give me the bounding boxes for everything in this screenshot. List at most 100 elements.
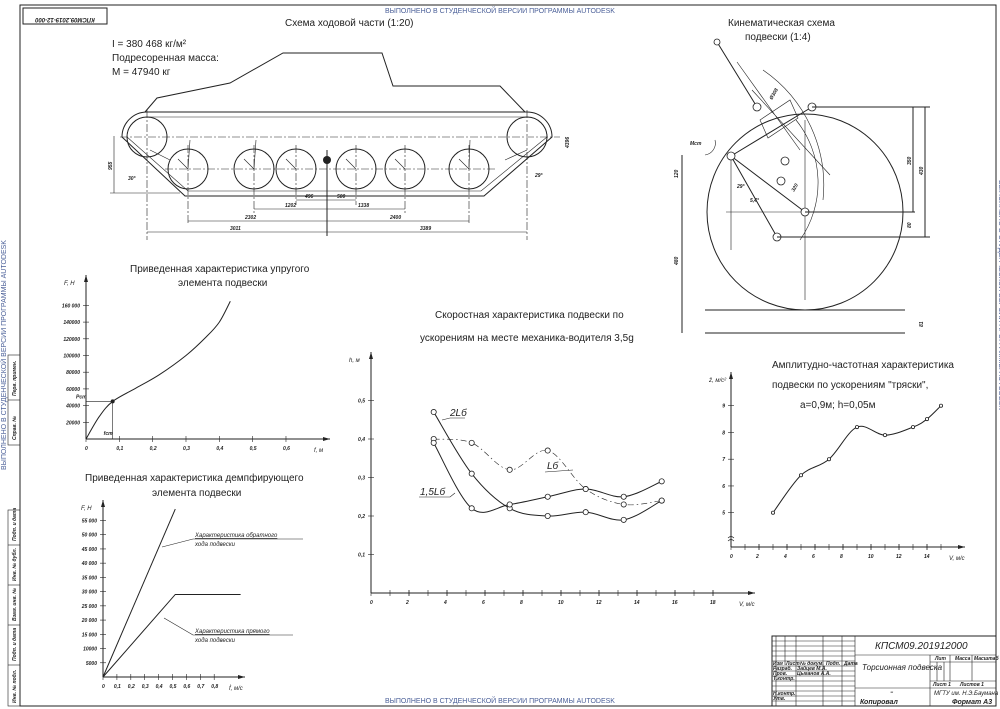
data-point <box>911 425 916 430</box>
static-point <box>110 399 115 404</box>
y-tick-label: 40000 <box>65 404 80 410</box>
svg-text:4396: 4396 <box>565 137 571 149</box>
legend-leaders <box>161 538 303 636</box>
x-axis-label: f, м <box>314 448 323 454</box>
svg-text:500: 500 <box>337 194 346 200</box>
svg-text:Торсионная подвеска: Торсионная подвеска <box>862 663 943 672</box>
data-point <box>620 501 627 508</box>
y-tick-label: 30 000 <box>82 590 98 596</box>
svg-text:Лист 1: Лист 1 <box>932 682 951 688</box>
chassis-mass-label: Подресоренная масса: <box>112 53 219 64</box>
x-tick-label: 18 <box>710 600 716 606</box>
x-tick-label: 0,1 <box>114 684 121 690</box>
svg-text:Справ. №: Справ. № <box>12 416 18 440</box>
y-tick-label: 0,2 <box>358 514 365 520</box>
svg-text:120: 120 <box>674 169 680 178</box>
x-tick-label: 0,6 <box>283 446 290 452</box>
y-tick-label: 10000 <box>83 647 97 653</box>
y-tick-label: 7 <box>722 457 725 463</box>
x-tick-label: 4 <box>443 600 447 606</box>
data-point <box>544 513 551 520</box>
svg-text:Лит: Лит <box>934 656 946 662</box>
svg-text:Подп. и дата: Подп. и дата <box>12 628 18 661</box>
axis-arrow-icon <box>84 275 330 441</box>
svg-text:Взам. инв. №: Взам. инв. № <box>12 588 18 621</box>
data-point <box>620 516 627 523</box>
x-tick-label: 8 <box>840 554 843 560</box>
svg-text:5,4°: 5,4° <box>750 198 760 204</box>
x-tick-label: 4 <box>783 554 787 560</box>
y-tick-label: 60000 <box>66 387 80 393</box>
svg-text:Масса: Масса <box>955 656 971 662</box>
x-tick-label: 0,1 <box>116 446 123 452</box>
data-point <box>658 478 665 485</box>
data-point <box>430 409 437 416</box>
x-tick-label: 0 <box>730 554 733 560</box>
x-tick-label: 2 <box>405 600 409 606</box>
svg-text:Инв. № дубл.: Инв. № дубл. <box>11 548 18 581</box>
svg-text:Зайцев М.А.: Зайцев М.А. <box>797 665 827 672</box>
data-point <box>855 425 860 430</box>
x-tick-label: 0,3 <box>183 446 190 452</box>
legend-rebound: Характеристика обратного <box>194 533 278 539</box>
data-point <box>799 473 804 478</box>
svg-text:Мст: Мст <box>690 141 702 147</box>
svg-text:Масштаб: Масштаб <box>974 655 999 662</box>
svg-text:955: 955 <box>108 161 114 170</box>
svg-text:-: - <box>890 687 894 698</box>
x-tick-label: 10 <box>868 554 874 560</box>
svg-text:496: 496 <box>304 194 314 200</box>
svg-text:30°: 30° <box>128 176 137 182</box>
chart-3: Амплитудно-частотная характеристика подве… <box>708 360 965 562</box>
svg-text:№ докум.: № докум. <box>800 661 824 667</box>
watermark-bottom: ВЫПОЛНЕНО В СТУДЕНЧЕСКОЙ ВЕРСИИ ПРОГРАММ… <box>385 696 615 705</box>
kinematic-scheme: Кинематическая схема подвески (1:4) 120 … <box>674 18 930 334</box>
x-tick-label: 0,8 <box>211 684 218 690</box>
series-line-1 <box>102 593 241 678</box>
chart-title: Амплитудно-частотная характеристика <box>772 360 954 371</box>
sheet-border <box>19 4 997 707</box>
y-tick-label: 25 000 <box>81 604 98 610</box>
chassis-title: Схема ходовой части (1:20) <box>285 18 413 29</box>
svg-text:1202: 1202 <box>285 203 296 209</box>
x-tick-label: 12 <box>896 554 902 560</box>
y-tick-label: 0,4 <box>358 437 365 443</box>
chart-title: элемента подвески <box>152 488 241 499</box>
charts: Приведенная характеристика упругого элеме… <box>62 264 965 692</box>
svg-text:Листов 1: Листов 1 <box>959 682 984 688</box>
svg-text:Пров.: Пров. <box>773 671 787 677</box>
y-tick-label: 9 <box>722 404 725 410</box>
hull-outline <box>144 52 526 113</box>
legend-compression-2: хода подвески <box>194 638 236 644</box>
chassis-scheme: Схема ходовой части (1:20) I = 380 468 к… <box>108 18 571 240</box>
svg-text:430: 430 <box>919 166 925 176</box>
chart-title: Скоростная характеристика подвески по <box>435 310 624 321</box>
series-line-0 <box>772 405 942 513</box>
x-tick-label: 2 <box>755 554 759 560</box>
x-tick-label: 0,2 <box>150 446 157 452</box>
track-outer <box>121 111 553 197</box>
legend-compression: Характеристика прямого <box>194 629 270 635</box>
svg-text:81: 81 <box>919 321 925 327</box>
y-axis-label: z̈, м/с² <box>708 378 727 384</box>
x-tick-label: 0,3 <box>142 684 149 690</box>
svg-text:Дата: Дата <box>843 661 858 667</box>
svg-text:Т.контр.: Т.контр. <box>773 676 795 682</box>
chassis-mass: M = 47940 кг <box>112 67 171 78</box>
data-point <box>658 497 665 504</box>
y-tick-label: 40 000 <box>81 561 98 567</box>
svg-text:подвески (1:4): подвески (1:4) <box>745 32 811 43</box>
svg-text:3389: 3389 <box>420 226 431 232</box>
y-tick-label: 15 000 <box>82 632 98 638</box>
x-tick-label: 0,6 <box>183 684 190 690</box>
chart-title: элемента подвески <box>178 278 267 289</box>
side-stamp: Перв. примен. Справ. № Подп. и дата Инв.… <box>7 354 21 707</box>
y-tick-label: 0,1 <box>358 553 365 559</box>
chart-title: подвески по ускорениям "тряски", <box>772 380 928 391</box>
chassis-dimensions <box>110 136 527 233</box>
chart-title: Приведенная характеристика упругого <box>130 264 310 275</box>
series-line-0 <box>102 508 176 678</box>
x-tick-label: 0,2 <box>128 684 135 690</box>
svg-text:Ø308: Ø308 <box>769 87 780 101</box>
